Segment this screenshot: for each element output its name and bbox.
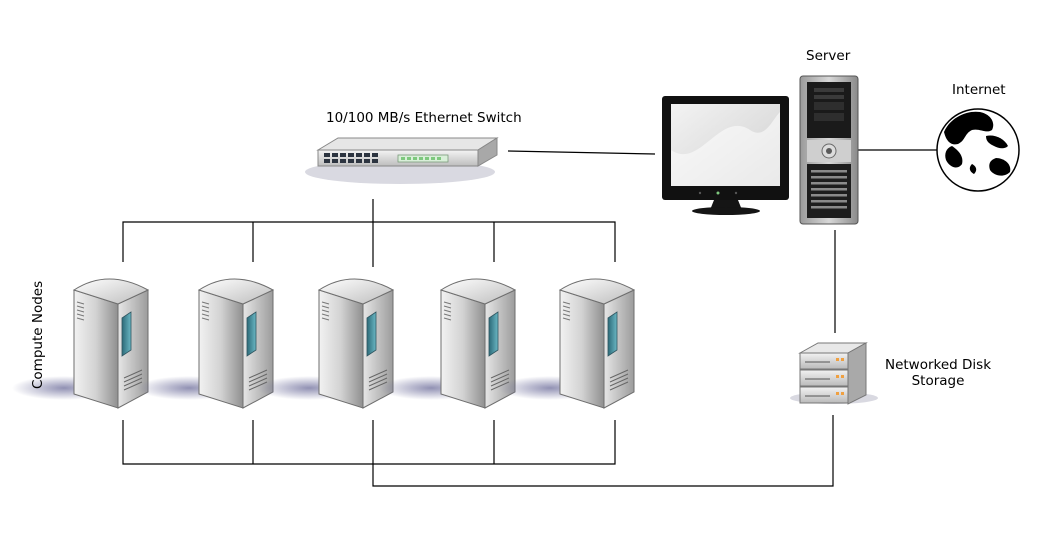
line-switch-monitor bbox=[507, 150, 656, 155]
compute-node-2 bbox=[136, 278, 274, 409]
internet-globe-icon bbox=[936, 108, 1020, 192]
compute-node-4 bbox=[378, 278, 516, 409]
server-tower-icon bbox=[799, 75, 859, 225]
storage-label: Networked Disk Storage bbox=[878, 357, 998, 389]
ethernet-switch-icon bbox=[305, 137, 499, 184]
compute-node-5 bbox=[497, 278, 635, 409]
bottom-bus bbox=[122, 420, 616, 465]
server-label: Server bbox=[806, 48, 851, 64]
top-bus bbox=[122, 221, 616, 262]
internet-label: Internet bbox=[952, 82, 1006, 98]
storage-label-line2: Storage bbox=[911, 373, 965, 389]
compute-nodes-label: Compute Nodes bbox=[30, 280, 46, 389]
storage-label-line1: Networked Disk bbox=[884, 357, 992, 373]
switch-label: 10/100 MB/s Ethernet Switch bbox=[326, 110, 522, 126]
monitor-icon bbox=[662, 96, 789, 215]
disk-storage-icon bbox=[790, 342, 878, 405]
compute-nodes bbox=[11, 278, 635, 409]
connection-lines bbox=[122, 149, 940, 487]
storage-link bbox=[372, 415, 834, 487]
compute-node-3 bbox=[256, 278, 394, 409]
